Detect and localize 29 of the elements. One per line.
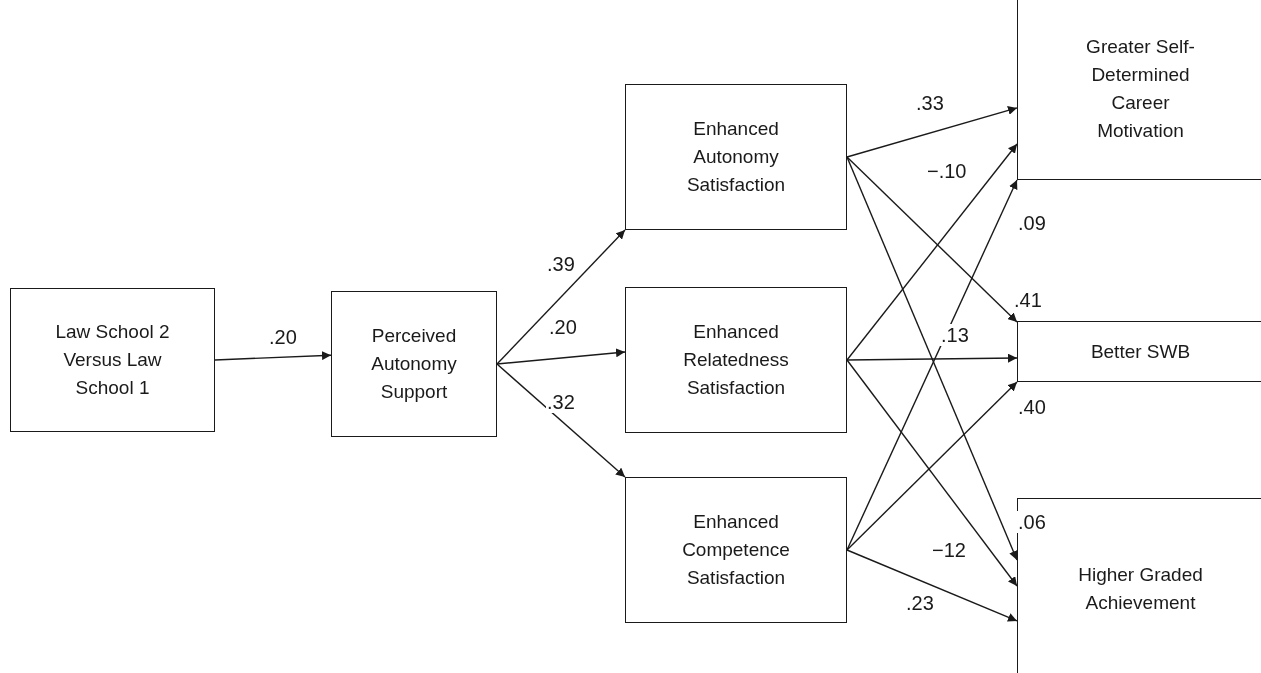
variable-label: Law School 2 Versus Law School 1 xyxy=(54,320,171,400)
arrow xyxy=(846,359,1018,587)
variable-box xyxy=(1017,498,1261,673)
variable-box xyxy=(1017,321,1261,382)
arrow xyxy=(846,353,1018,363)
variable-label: Better SWB xyxy=(1090,339,1191,364)
variable-label: Enhanced Autonomy Satisfaction xyxy=(685,117,787,197)
arrow xyxy=(846,143,1018,361)
arrow xyxy=(846,106,1018,158)
variable-box xyxy=(625,477,847,623)
variable-label: Greater Self-Determined Career Motivation xyxy=(1085,34,1196,143)
arrow xyxy=(496,363,626,478)
path-coefficient: .13 xyxy=(940,324,970,346)
arrow xyxy=(214,351,332,361)
path-coefficient: .06 xyxy=(1017,511,1047,533)
variable-box xyxy=(1017,0,1261,180)
variable-box xyxy=(10,288,215,432)
variable-box xyxy=(331,291,497,437)
variable-label: Perceived Autonomy Support xyxy=(370,324,458,404)
arrow xyxy=(496,348,626,365)
variable-label: Enhanced Relatedness Satisfaction xyxy=(682,320,790,400)
arrow xyxy=(496,229,626,365)
variable-box xyxy=(625,287,847,433)
variable-label: Higher Graded Achievement xyxy=(1077,562,1204,615)
arrow xyxy=(846,549,1018,622)
variable-label: Enhanced Competence Satisfaction xyxy=(681,510,791,590)
arrow xyxy=(846,156,1018,323)
arrow xyxy=(846,381,1018,551)
variable-box xyxy=(625,84,847,230)
